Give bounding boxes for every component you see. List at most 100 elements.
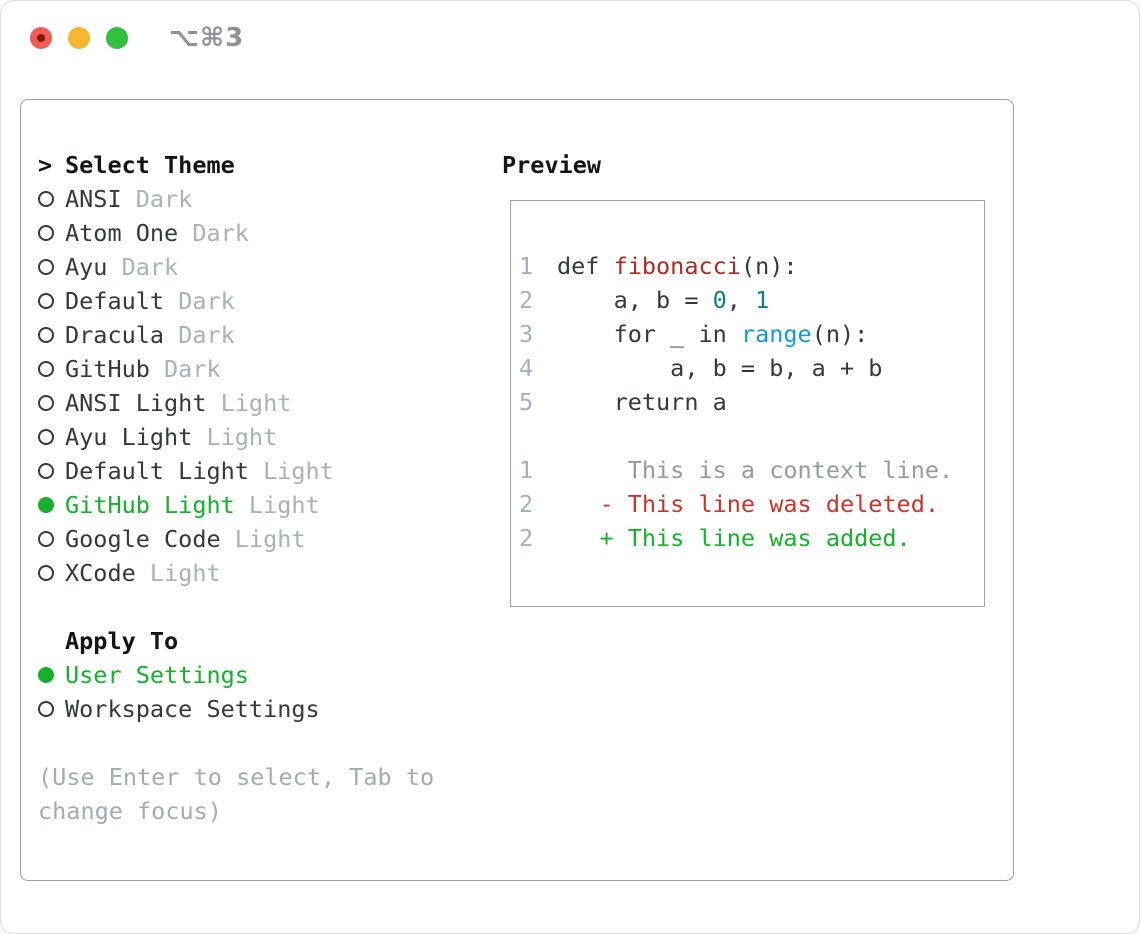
line-number: 5 — [519, 388, 534, 416]
close-button[interactable] — [30, 27, 52, 49]
line-number: 2 — [519, 524, 534, 552]
theme-name: ANSI Light — [65, 389, 207, 417]
radio-selected-icon — [38, 496, 54, 513]
theme-name: GitHub Light — [65, 491, 235, 519]
token-code: return a — [557, 388, 727, 416]
theme-option-default-light[interactable]: Default Light Light — [38, 454, 434, 488]
radio-icon — [38, 258, 54, 275]
hint-line-1: (Use Enter to select, Tab to — [38, 763, 435, 791]
line-number: 1 — [519, 456, 534, 484]
radio-icon — [38, 292, 54, 309]
radio-icon — [38, 530, 54, 547]
token-function: fibonacci — [613, 252, 741, 280]
apply-option-user-settings[interactable]: User Settings — [38, 658, 434, 692]
theme-option-atom-one[interactable]: Atom One Dark — [38, 216, 434, 250]
select-theme-header: >Select Theme — [38, 148, 434, 182]
minimize-button[interactable] — [68, 27, 90, 49]
preview-header: Preview — [502, 151, 602, 179]
theme-variant: Dark — [107, 253, 179, 281]
select-theme-title: Select Theme — [65, 151, 235, 179]
spacer — [38, 590, 434, 624]
line-number: 4 — [519, 354, 534, 382]
spacer — [38, 726, 434, 760]
token-number: 1 — [755, 286, 770, 314]
close-dot-icon — [37, 34, 45, 42]
code-line-5: 5 return a — [519, 385, 980, 419]
theme-name: Atom One — [65, 219, 179, 247]
radio-icon — [38, 326, 54, 343]
token-code: a, b = — [557, 286, 713, 314]
code-line-4: 4 a, b = b, a + b — [519, 351, 980, 385]
hint-text: (Use Enter to select, Tab to change focu… — [38, 760, 434, 828]
theme-variant: Light — [135, 559, 221, 587]
theme-option-dracula[interactable]: Dracula Dark — [38, 318, 434, 352]
traffic-lights — [30, 27, 128, 49]
theme-name: Ayu Light — [65, 423, 193, 451]
code-blank-line — [519, 419, 980, 453]
theme-option-ayu-light[interactable]: Ayu Light Light — [38, 420, 434, 454]
token-code: for _ in — [557, 320, 741, 348]
theme-option-ansi-light[interactable]: ANSI Light Light — [38, 386, 434, 420]
token-context: This is a context line. — [557, 456, 954, 484]
apply-to-header: Apply To — [65, 627, 179, 655]
apply-option-label: Workspace Settings — [65, 695, 320, 723]
token-code: def — [557, 252, 614, 280]
code-line-9: 2 + This line was added. — [519, 521, 980, 555]
theme-option-github-light[interactable]: GitHub Light Light — [38, 488, 434, 522]
theme-name: Ayu — [65, 253, 108, 281]
theme-option-github[interactable]: GitHub Dark — [38, 352, 434, 386]
theme-name: Dracula — [65, 321, 165, 349]
zoom-button[interactable] — [106, 27, 128, 49]
titlebar: ⌥⌘3 — [1, 1, 1139, 75]
apply-option-label: User Settings — [65, 661, 249, 689]
theme-option-ansi[interactable]: ANSI Dark — [38, 182, 434, 216]
radio-icon — [38, 462, 54, 479]
window-title: ⌥⌘3 — [169, 23, 245, 53]
code-line-8: 2 - This line was deleted. — [519, 487, 980, 521]
theme-variant: Dark — [121, 185, 193, 213]
code-line-3: 3 for _ in range(n): — [519, 317, 980, 351]
token-code: (n): — [740, 252, 798, 280]
token-deleted: - This line was deleted. — [557, 490, 940, 518]
theme-variant: Light — [234, 491, 320, 519]
line-number: 3 — [519, 320, 534, 348]
theme-variant: Dark — [164, 321, 235, 349]
radio-icon — [38, 394, 54, 411]
line-number: 2 — [519, 490, 534, 518]
theme-variant: Light — [206, 389, 292, 417]
apply-option-workspace-settings[interactable]: Workspace Settings — [38, 692, 434, 726]
theme-option-default[interactable]: Default Dark — [38, 284, 434, 318]
hint-line-2: change focus) — [38, 797, 222, 825]
radio-icon — [38, 224, 54, 241]
token-added: + This line was added. — [557, 524, 911, 552]
theme-name: XCode — [65, 559, 136, 587]
code-line-2: 2 a, b = 0, 1 — [519, 283, 980, 317]
theme-variant: Dark — [178, 219, 249, 247]
theme-name: Default — [65, 287, 165, 315]
token-code: a, b = b, a + b — [557, 354, 883, 382]
radio-icon — [38, 428, 54, 445]
token-builtin: range — [740, 320, 812, 348]
radio-icon — [38, 360, 54, 377]
token-code: (n): — [811, 320, 869, 348]
radio-icon — [38, 700, 54, 717]
radio-icon — [38, 564, 54, 581]
line-number: 2 — [519, 286, 534, 314]
theme-option-xcode[interactable]: XCode Light — [38, 556, 434, 590]
theme-name: GitHub — [65, 355, 150, 383]
token-code: , — [726, 286, 756, 314]
theme-option-google-code[interactable]: Google Code Light — [38, 522, 434, 556]
theme-option-ayu[interactable]: Ayu Dark — [38, 250, 434, 284]
theme-variant: Light — [248, 457, 334, 485]
theme-variant: Light — [220, 525, 306, 553]
theme-variant: Light — [192, 423, 278, 451]
code-line-7: 1 This is a context line. — [519, 453, 980, 487]
